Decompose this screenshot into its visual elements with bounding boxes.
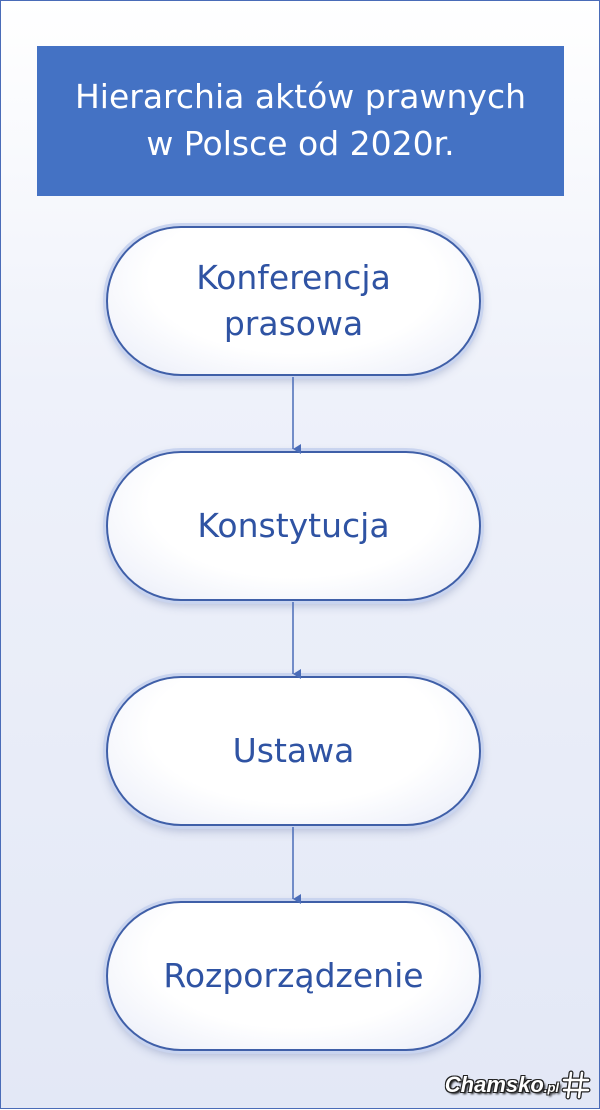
title-line-2: w Polsce od 2020r.	[146, 124, 455, 163]
diagram-title: Hierarchia aktów prawnych w Polsce od 20…	[46, 74, 556, 168]
node-label-line-1: Konferencja	[196, 257, 391, 297]
node-label: Konstytucja	[197, 505, 390, 545]
title-banner: Hierarchia aktów prawnych w Polsce od 20…	[37, 46, 564, 196]
node-statute: Ustawa	[106, 676, 481, 826]
watermark-text: Chamsko.pl	[444, 1072, 559, 1097]
watermark-hash-icon	[561, 1070, 591, 1100]
title-line-1: Hierarchia aktów prawnych	[74, 77, 527, 117]
node-constitution: Konstytucja	[106, 451, 481, 601]
node-press-conference: Konferencja prasowa	[106, 226, 481, 376]
node-regulation: Rozporządzenie	[106, 901, 481, 1051]
node-label-line-2: prasowa	[223, 304, 364, 343]
node-label: Ustawa	[232, 730, 355, 770]
node-label: Rozporządzenie	[163, 955, 424, 995]
watermark: Chamsko.pl	[445, 1070, 591, 1100]
